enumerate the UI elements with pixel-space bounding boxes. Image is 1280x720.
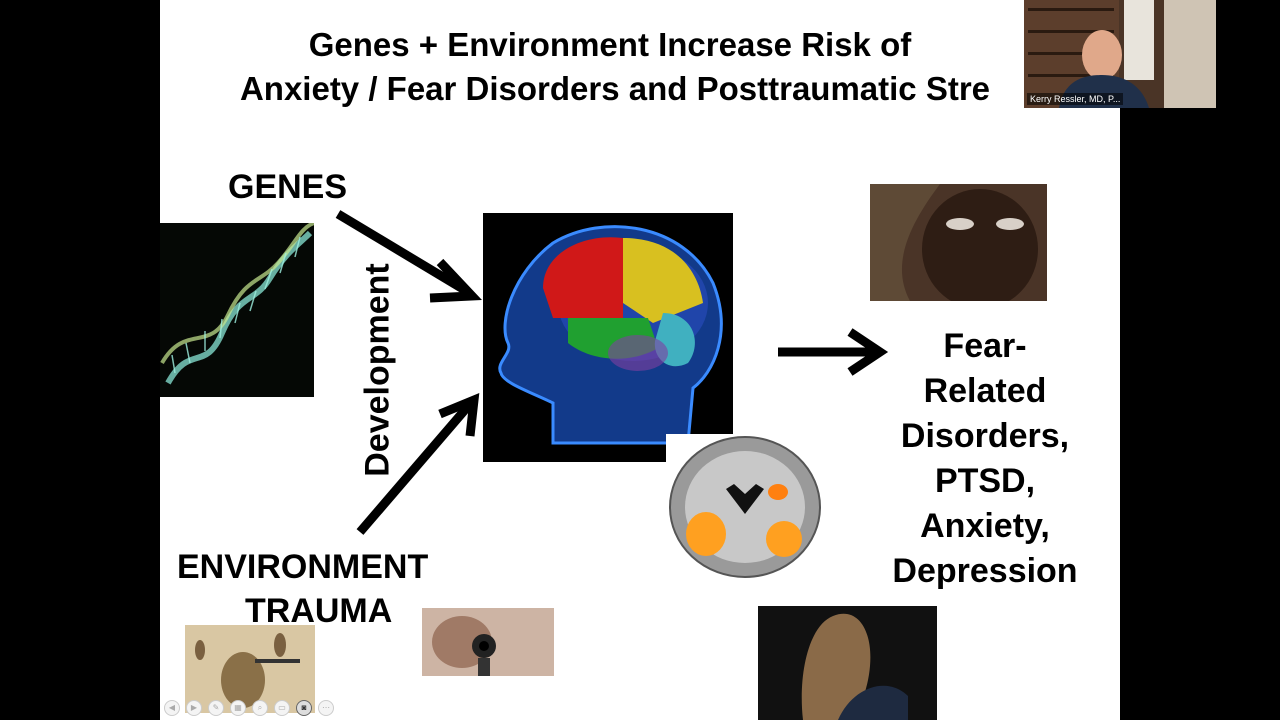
environment-label: ENVIRONMENT xyxy=(177,548,429,586)
pen-button[interactable]: ✎ xyxy=(208,700,224,716)
presentation-slide: Genes + Environment Increase Risk of Anx… xyxy=(160,0,1120,720)
camera-button[interactable]: ◙ xyxy=(296,700,312,716)
participant-video[interactable]: Kerry Ressler, MD, P... xyxy=(1024,0,1216,108)
flow-arrows xyxy=(335,210,889,535)
slide-title-line-1: Genes + Environment Increase Risk of xyxy=(308,26,912,63)
video-feed xyxy=(1024,0,1216,108)
subtitle-button[interactable]: ▭ xyxy=(274,700,290,716)
zoom-button[interactable]: ⌕ xyxy=(252,700,268,716)
grid-icon: ▦ xyxy=(234,703,242,712)
environment-arrowhead xyxy=(438,392,480,437)
prev-icon: ◀ xyxy=(168,703,176,712)
genes-arrowhead xyxy=(429,258,482,303)
outcome-line: PTSD, xyxy=(934,462,1036,500)
dna-image xyxy=(160,223,314,397)
slide-title-line-2: Anxiety / Fear Disorders and Posttraumat… xyxy=(239,70,991,107)
presentation-controls: ◀ ▶ ✎ ▦ ⌕ ▭ ◙ ⋯ xyxy=(164,700,334,716)
outcome-line: Anxiety, xyxy=(920,507,1050,545)
brain-image xyxy=(483,213,733,462)
genes-label: GENES xyxy=(228,168,348,206)
soldier-face-image xyxy=(870,184,1047,301)
subtitle-icon: ▭ xyxy=(278,703,286,712)
trauma-label: TRAUMA xyxy=(245,592,393,630)
grid-button[interactable]: ▦ xyxy=(230,700,246,716)
outcome-line: Fear- xyxy=(943,327,1027,365)
participant-name: Kerry Ressler, MD, P... xyxy=(1027,93,1124,105)
next-icon: ▶ xyxy=(190,703,198,712)
more-options-button[interactable]: ⋯ xyxy=(318,700,334,716)
outcome-text: Fear- Related Disorders, PTSD, Anxiety, … xyxy=(870,324,1100,594)
pen-icon: ✎ xyxy=(212,703,220,712)
prev-slide-button[interactable]: ◀ xyxy=(164,700,180,716)
more-icon: ⋯ xyxy=(322,703,330,712)
outcome-line: Related xyxy=(923,372,1047,410)
genes-arrow xyxy=(335,210,471,296)
distressed-woman-image xyxy=(758,606,937,720)
soldiers-image xyxy=(185,625,315,713)
next-slide-button[interactable]: ▶ xyxy=(186,700,202,716)
outcome-arrowhead xyxy=(847,328,889,376)
brain-scan-image xyxy=(666,434,824,580)
gun-image xyxy=(422,608,554,676)
outcome-line: Disorders, xyxy=(900,417,1070,455)
camera-icon: ◙ xyxy=(301,703,307,712)
environment-arrow xyxy=(356,401,474,535)
zoom-icon: ⌕ xyxy=(257,703,263,712)
development-label: Development xyxy=(358,263,397,477)
outcome-line: Depression xyxy=(892,552,1078,590)
